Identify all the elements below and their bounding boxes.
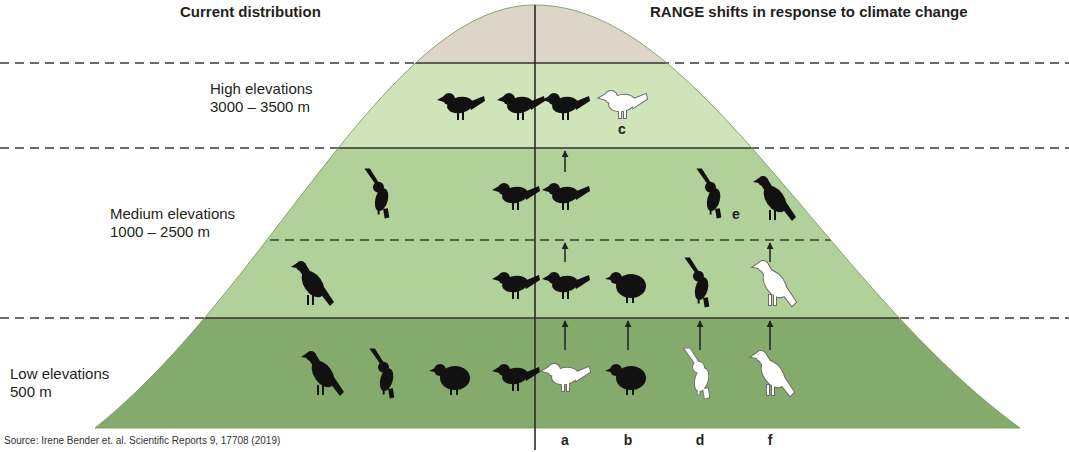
bird-fill: [492, 364, 540, 391]
birds: [291, 91, 796, 398]
range-shift-arrow: [769, 243, 771, 262]
species-letter: b: [624, 432, 633, 448]
range-shift-arrow: [627, 321, 629, 350]
species-letter: c: [618, 121, 626, 137]
bird-fill: [753, 176, 796, 221]
bird-fill: [605, 364, 646, 395]
bird-silhouette: [542, 183, 590, 210]
bird-outline: [751, 351, 794, 396]
former-range-bird: [751, 351, 794, 396]
elevation-range: 500 m: [10, 383, 52, 400]
bird-outline: [753, 261, 796, 306]
bird-outline: [599, 91, 647, 118]
elevation-range: 1000 – 2500 m: [110, 223, 210, 240]
bird-silhouette: [684, 257, 710, 307]
bird-fill: [684, 348, 710, 398]
species-letter: f: [768, 432, 773, 448]
bird-silhouette: [497, 93, 545, 120]
bird-silhouette: [605, 364, 646, 395]
bird-fill: [753, 261, 796, 306]
bird-fill: [492, 183, 540, 210]
bird-outline: [684, 348, 710, 398]
bird-silhouette: [492, 183, 540, 210]
bird-silhouette: [429, 364, 470, 395]
former-range-bird: [684, 348, 710, 398]
bird-fill: [542, 364, 590, 391]
mountain-outline: [95, 5, 1020, 428]
bird-fill: [684, 257, 710, 307]
range-shift-arrow: [564, 151, 566, 172]
column-heading: Current distribution: [180, 3, 321, 20]
bird-fill: [291, 261, 334, 306]
bird-fill: [751, 351, 794, 396]
bird-silhouette: [753, 176, 796, 221]
bird-silhouette: [492, 364, 540, 391]
bird-silhouette: [696, 168, 722, 218]
elevation-label: Medium elevations: [110, 205, 235, 222]
bird-fill: [437, 93, 485, 120]
bird-silhouette: [301, 351, 344, 396]
bird-silhouette: [542, 272, 590, 299]
bird-fill: [599, 91, 647, 118]
range-shift-arrow: [564, 321, 566, 350]
bird-fill: [542, 93, 590, 120]
bird-silhouette: [437, 93, 485, 120]
bird-fill: [369, 348, 395, 398]
bird-fill: [301, 351, 344, 396]
range-shift-arrow: [769, 321, 771, 350]
bird-fill: [605, 272, 646, 303]
bird-silhouette: [492, 272, 540, 299]
bird-silhouette: [369, 348, 395, 398]
bird-silhouette: [291, 261, 334, 306]
bird-silhouette: [364, 168, 390, 218]
range-shift-arrow: [564, 243, 566, 262]
former-range-bird: [753, 261, 796, 306]
range-shift-arrow: [699, 321, 701, 350]
elevation-dashes: [0, 63, 1069, 318]
bird-outline: [542, 364, 590, 391]
column-heading: RANGE shifts in response to climate chan…: [650, 3, 968, 20]
bird-fill: [542, 272, 590, 299]
bird-silhouette: [542, 93, 590, 120]
bird-silhouette: [605, 272, 646, 303]
divider-line: [534, 5, 536, 450]
shift-arrows: [565, 151, 770, 350]
species-letter: a: [561, 432, 569, 448]
elevation-label: High elevations: [210, 80, 313, 97]
former-range-bird: [542, 364, 590, 391]
elevation-label: Low elevations: [10, 365, 109, 382]
bird-fill: [429, 364, 470, 395]
bird-fill: [497, 93, 545, 120]
species-letter: d: [696, 432, 705, 448]
species-letter: e: [732, 206, 740, 222]
source-caption: Source: Irene Bender et. al. Scientific …: [4, 435, 280, 447]
former-range-bird: [599, 91, 647, 118]
bird-fill: [364, 168, 390, 218]
elevation-range: 3000 – 3500 m: [210, 98, 310, 115]
bird-fill: [542, 183, 590, 210]
bird-fill: [492, 272, 540, 299]
bird-fill: [696, 168, 722, 218]
